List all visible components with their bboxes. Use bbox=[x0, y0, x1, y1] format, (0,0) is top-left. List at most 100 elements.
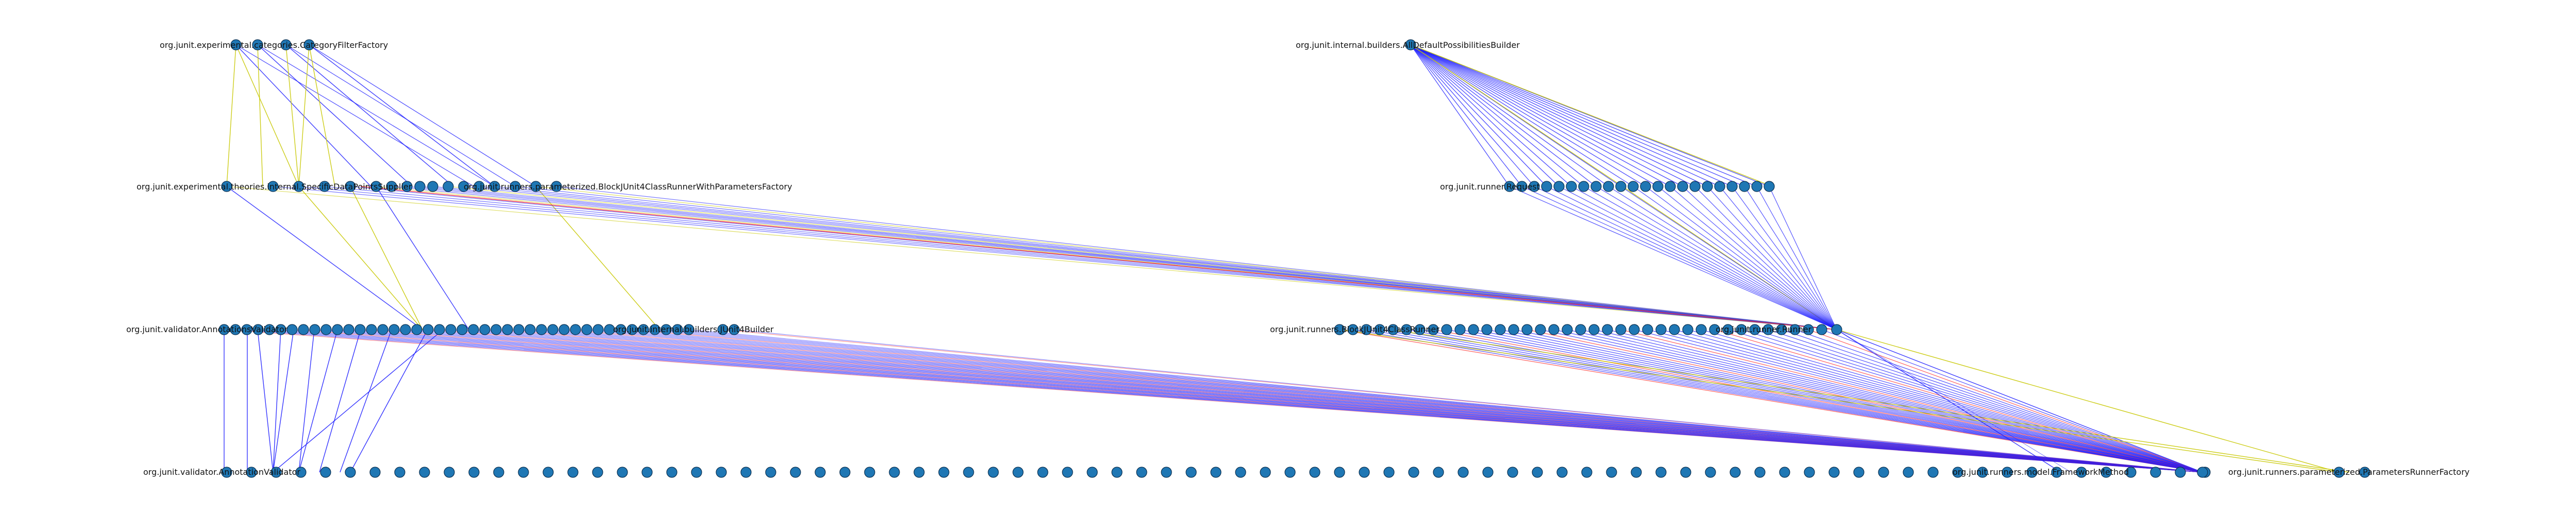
graph-node-row2 bbox=[1714, 181, 1725, 192]
graph-node-row3 bbox=[1736, 324, 1747, 335]
graph-edge-blue bbox=[1339, 329, 2203, 473]
graph-node-row3 bbox=[1655, 324, 1667, 335]
graph-edge-blue bbox=[1486, 329, 2203, 473]
graph-node-row2 bbox=[1529, 181, 1540, 192]
graph-edge-blue bbox=[1410, 44, 1510, 187]
graph-edge-blue bbox=[1836, 329, 2203, 473]
graph-edge-blue bbox=[309, 44, 536, 187]
graph-node-row3 bbox=[683, 324, 694, 335]
graph-node-row2 bbox=[489, 181, 500, 192]
graph-node-row3 bbox=[604, 324, 615, 335]
graph-edge-blue bbox=[1821, 329, 2203, 473]
graph-node-row2 bbox=[1677, 181, 1688, 192]
graph-edge-blue bbox=[1410, 44, 1609, 187]
graph-node-row3 bbox=[1387, 324, 1399, 335]
graph-node-row4 bbox=[2026, 467, 2038, 478]
graph-node-row4 bbox=[543, 467, 554, 478]
graph-node-row4 bbox=[1012, 467, 1024, 478]
graph-edge-blue bbox=[1768, 329, 2203, 473]
graph-edge-blue bbox=[257, 44, 413, 187]
graph-node-row4 bbox=[740, 467, 752, 478]
graph-node-row4 bbox=[839, 467, 851, 478]
graph-node-row4 bbox=[1383, 467, 1395, 478]
graph-edge-yellow bbox=[285, 44, 299, 187]
graph-node-row4 bbox=[1458, 467, 1469, 478]
graph-node-row3 bbox=[1762, 324, 1774, 335]
graph-edge-blue bbox=[285, 44, 516, 187]
graph-edge-blue bbox=[324, 186, 1837, 330]
graph-node-row4 bbox=[295, 467, 307, 478]
graph-node-row2 bbox=[1764, 181, 1775, 192]
graph-node-row3 bbox=[252, 324, 264, 335]
graph-edge-blue bbox=[226, 186, 423, 330]
graph-node-row4 bbox=[1705, 467, 1716, 478]
graph-edge-blue bbox=[1509, 186, 1837, 330]
graph-node-row4 bbox=[1408, 467, 1419, 478]
graph-edge-blue bbox=[1583, 186, 1837, 330]
graph-node-row3 bbox=[1535, 324, 1546, 335]
graph-node-row3 bbox=[1347, 324, 1359, 335]
graph-node-row3 bbox=[320, 324, 332, 335]
graph-node-row3 bbox=[1669, 324, 1680, 335]
graph-node-row3 bbox=[1682, 324, 1693, 335]
graph-edge-yellow bbox=[1391, 329, 2350, 473]
graph-node-row4 bbox=[1111, 467, 1123, 478]
graph-node-row3 bbox=[275, 324, 286, 335]
graph-node-row3 bbox=[354, 324, 366, 335]
graph-node-row3 bbox=[1588, 324, 1600, 335]
graph-node-row4 bbox=[518, 467, 529, 478]
graph-edge-blue bbox=[1410, 44, 1547, 187]
graph-node-row4 bbox=[1185, 467, 1197, 478]
graph-node-row2 bbox=[458, 181, 469, 192]
graph-node-row2 bbox=[1553, 181, 1565, 192]
graph-edge-blue bbox=[1410, 44, 1584, 187]
graph-node-row3 bbox=[502, 324, 513, 335]
graph-node-row4 bbox=[938, 467, 950, 478]
graph-node-row2 bbox=[370, 181, 382, 192]
graph-node-row4 bbox=[790, 467, 801, 478]
graph-node-row3 bbox=[717, 324, 728, 335]
graph-edge-blue bbox=[1608, 186, 1837, 330]
graph-node-row3 bbox=[1334, 324, 1345, 335]
graph-node-row4 bbox=[1606, 467, 1617, 478]
graph-node-row4 bbox=[889, 467, 900, 478]
graph-edge-blue bbox=[1546, 186, 1837, 330]
graph-node-row2 bbox=[1739, 181, 1750, 192]
graph-node-row3 bbox=[1709, 324, 1720, 335]
graph-node-row4 bbox=[1952, 467, 1963, 478]
graph-edge-blue bbox=[273, 329, 294, 473]
label-top-right-node: org.junit.internal.builders.AllDefaultPo… bbox=[1296, 40, 1520, 50]
graph-node-row2 bbox=[1603, 181, 1614, 192]
graph-node-row4 bbox=[2002, 467, 2013, 478]
graph-edge-blue bbox=[1607, 329, 2203, 473]
graph-node-row3 bbox=[1642, 324, 1653, 335]
label-row3-left-cluster: org.junit.validator.AnnotationsValidator bbox=[126, 324, 288, 334]
graph-node-row3 bbox=[490, 324, 502, 335]
graph-edge-yellow bbox=[226, 44, 236, 187]
graph-node-row2 bbox=[345, 181, 356, 192]
graph-node-row4 bbox=[1779, 467, 1790, 478]
graph-node-row2 bbox=[221, 181, 232, 192]
graph-node-row3 bbox=[1548, 324, 1560, 335]
graph-edge-blue bbox=[1657, 186, 1837, 330]
graph-edge-blue bbox=[688, 329, 2203, 473]
graph-edge-yellow bbox=[298, 44, 310, 187]
graph-node-row2 bbox=[530, 181, 541, 192]
graph-node-row3 bbox=[422, 324, 434, 335]
graph-edge-blue bbox=[1433, 329, 2203, 473]
label-row4-far-right: org.junit.runners.parameterized.Paramete… bbox=[2228, 467, 2469, 477]
graph-edge-blue bbox=[298, 329, 315, 473]
graph-edge-blue bbox=[235, 44, 371, 187]
graph-node-row2 bbox=[1726, 181, 1738, 192]
graph-edge-blue bbox=[1647, 329, 2203, 473]
graph-edge-blue bbox=[309, 44, 495, 187]
graph-node-row4 bbox=[1804, 467, 1815, 478]
graph-edge-blue bbox=[1410, 44, 1535, 187]
graph-node-row3 bbox=[649, 324, 660, 335]
graph-node-row4 bbox=[1977, 467, 1988, 478]
graph-node-row2 bbox=[1689, 181, 1701, 192]
graph-node-row4 bbox=[592, 467, 603, 478]
graph-edge-blue bbox=[235, 44, 474, 187]
graph-edge-blue bbox=[1352, 329, 2203, 473]
graph-node-row4 bbox=[1581, 467, 1592, 478]
